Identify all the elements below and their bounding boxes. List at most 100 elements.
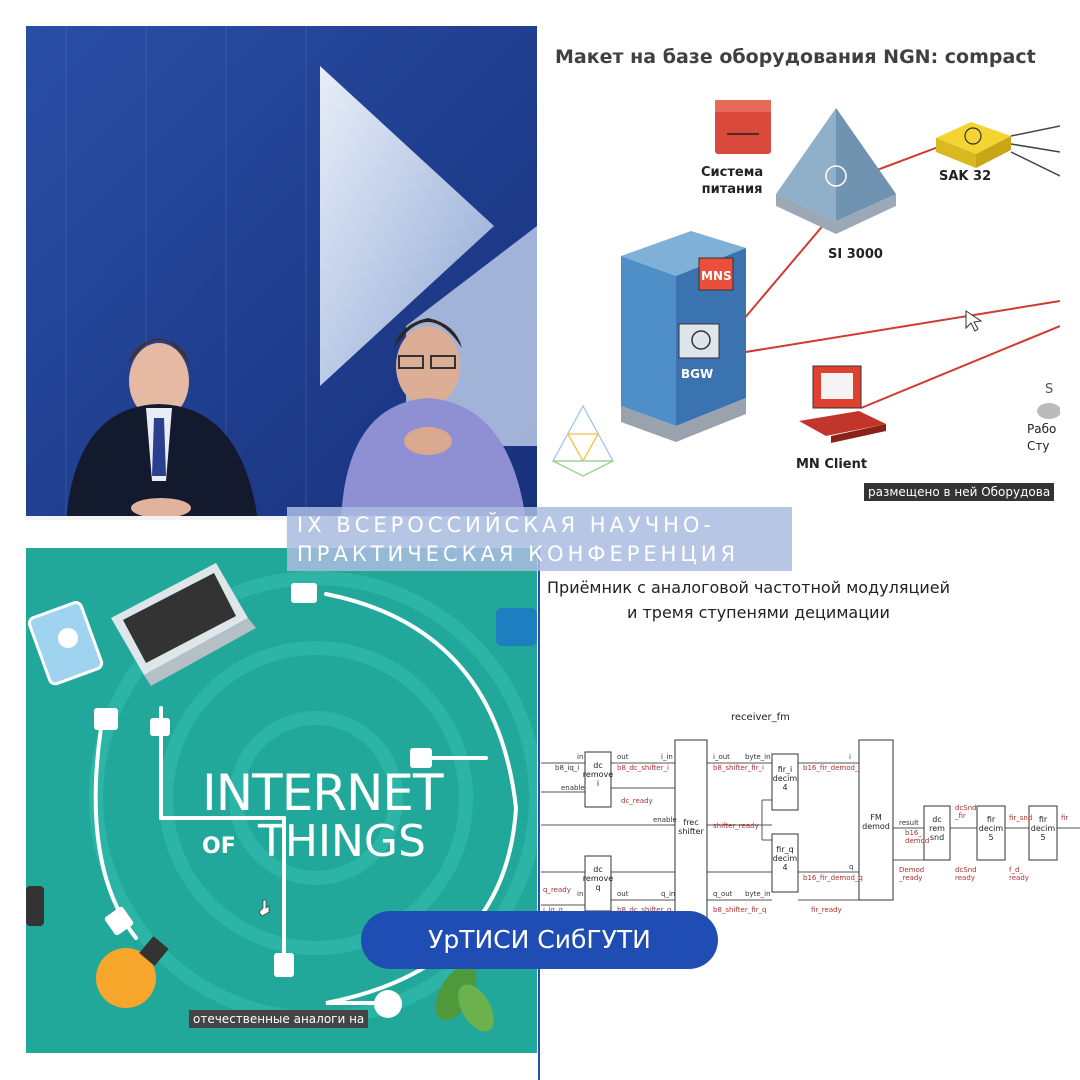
label-bgw: BGW — [681, 367, 714, 381]
video-scene — [26, 26, 537, 546]
signal-out-top: out — [617, 753, 629, 761]
signal-b8-dc-shifter-i: b8_dc_shifter_i — [617, 764, 669, 772]
signal-q-ready: q_ready — [543, 886, 571, 894]
logo-triangles — [551, 404, 615, 477]
signal-in-top: in — [577, 753, 583, 761]
signal-q-in: q_in — [661, 890, 675, 898]
signal-b8-shifter-fir-q: b8_shifter_fir_q — [713, 906, 766, 914]
tablet-icon — [27, 601, 104, 686]
speaker-right — [341, 318, 526, 521]
block-fir-q-decim — [771, 833, 799, 893]
signal-b8-dc-shifter-q: b8_dc_shifter_q — [617, 906, 671, 914]
banner-line-1: IX ВСЕРОССИЙСКАЯ НАУЧНО- — [297, 513, 715, 537]
mouse-cursor-icon — [965, 310, 983, 332]
banner-line-2: ПРАКТИЧЕСКАЯ КОНФЕРЕНЦИЯ — [297, 542, 740, 566]
signal-b8-shifter-fir-i: b8_shifter_fir_i — [713, 764, 764, 772]
plant-icon — [435, 965, 494, 1032]
signal-b8-iq-i: b8_iq_i — [555, 764, 579, 772]
signal-q-out: q_out — [713, 890, 733, 898]
slide-title-line1: Приёмник с аналоговой частотной модуляци… — [547, 578, 950, 597]
hand-cursor-icon — [258, 899, 270, 917]
slide-title: Макет на базе оборудования NGN: compact — [555, 46, 1036, 68]
signal-q-lbl: q — [849, 863, 853, 871]
signal-f-d-ready: f_d_ready — [1009, 866, 1029, 882]
label-s-partial: S — [1045, 382, 1054, 397]
signal-out-bot: out — [617, 890, 629, 898]
organization-badge: УрТИСИ СибГУТИ — [361, 911, 718, 969]
logo-triangle-shape — [320, 66, 494, 386]
signal-enable1: enable — [561, 784, 585, 792]
sak32-icon — [936, 122, 1011, 168]
signal-fir-out: fir — [1061, 814, 1068, 822]
slide-title-line2: и тремя ступенями децимации — [627, 603, 890, 622]
signal-b16-fir-demod-i: b16_fir_demod_i — [803, 764, 860, 772]
iot-slide-panel: INTERNET OF THINGS отечественные аналоги… — [26, 548, 537, 1053]
panel-divider — [538, 548, 540, 1080]
block-fm-demod — [858, 739, 894, 901]
label-mns: MNS — [701, 269, 732, 283]
block-fir-decim-5a — [976, 805, 1006, 861]
video-subtitle-caption: размещено в ней Оборудова — [864, 483, 1055, 501]
ngn-slide-panel: Макет на базе оборудования NGN: compact — [541, 26, 1060, 506]
signal-b16-demod: b16_demod — [905, 829, 929, 845]
bgw-server-icon — [621, 231, 746, 442]
power-supply-icon — [715, 100, 771, 154]
plug-icons — [94, 583, 432, 1018]
receiver-slide-panel: Приёмник с аналоговой частотной модуляци… — [541, 560, 1080, 1060]
signal-dc-ready: dc_ready — [621, 797, 653, 805]
laptop-icon — [111, 563, 256, 686]
ngn-network-diagram — [551, 100, 1060, 477]
signal-i-iq-q: i_iq_q — [543, 906, 563, 914]
block-fir-decim-5b — [1028, 805, 1058, 861]
mn-client-computer-icon — [799, 365, 886, 443]
lightbulb-icon — [96, 936, 169, 1008]
speaker-left — [66, 338, 258, 521]
iot-title-of: OF — [202, 834, 236, 859]
signal-fir-ready: fir_ready — [811, 906, 842, 914]
signal-shifter-ready: shifter_ready — [713, 822, 759, 830]
signal-demod-ready: Demod_ready — [898, 866, 924, 882]
phone-icon — [26, 886, 44, 926]
signal-i-out: i_out — [713, 753, 730, 761]
label-sak32: SAK 32 — [939, 169, 992, 184]
signal-b16-fir-demod-q: b16_fir_demod_q — [803, 874, 863, 882]
signal-i-lbl: i — [849, 753, 851, 761]
iot-title-internet: INTERNET — [202, 764, 444, 822]
label-mn-client: MN Client — [796, 457, 868, 472]
signal-fir-snd: fir_snd — [1009, 814, 1032, 822]
signal-in-bot: in — [577, 890, 583, 898]
si3000-pyramid-icon — [776, 108, 896, 234]
block-fir-i-decim — [771, 753, 799, 811]
iot-subtitle-caption: отечественные аналоги на — [189, 1010, 369, 1028]
block-dc-rem-snd — [923, 805, 951, 861]
conference-banner: IX ВСЕРОССИЙСКАЯ НАУЧНО- ПРАКТИЧЕСКАЯ КО… — [287, 507, 792, 571]
diagram-title: receiver_fm — [731, 712, 790, 723]
signal-i-in: i_in — [661, 753, 673, 761]
label-si3000: SI 3000 — [828, 247, 883, 262]
signal-dcsnd-fir: dcSnd_fir — [954, 804, 977, 820]
signal-byte-in: byte_in — [745, 753, 771, 761]
video-conference-panel — [26, 26, 537, 546]
chat-bubble-icon — [496, 608, 537, 646]
signal-labels: in out i_in i_out byte_in i b8_iq_i b8_dc_shift… — [543, 753, 1068, 914]
signal-result: result — [899, 819, 919, 827]
signal-byte-in2: byte_in — [745, 890, 771, 898]
iot-title-things: THINGS — [258, 816, 426, 867]
signal-enable2: enable — [653, 816, 677, 824]
workstation-icon — [1037, 403, 1060, 419]
block-dc-remove-i — [584, 751, 612, 808]
receiver-block-diagram: receiver_fm — [541, 712, 1080, 921]
